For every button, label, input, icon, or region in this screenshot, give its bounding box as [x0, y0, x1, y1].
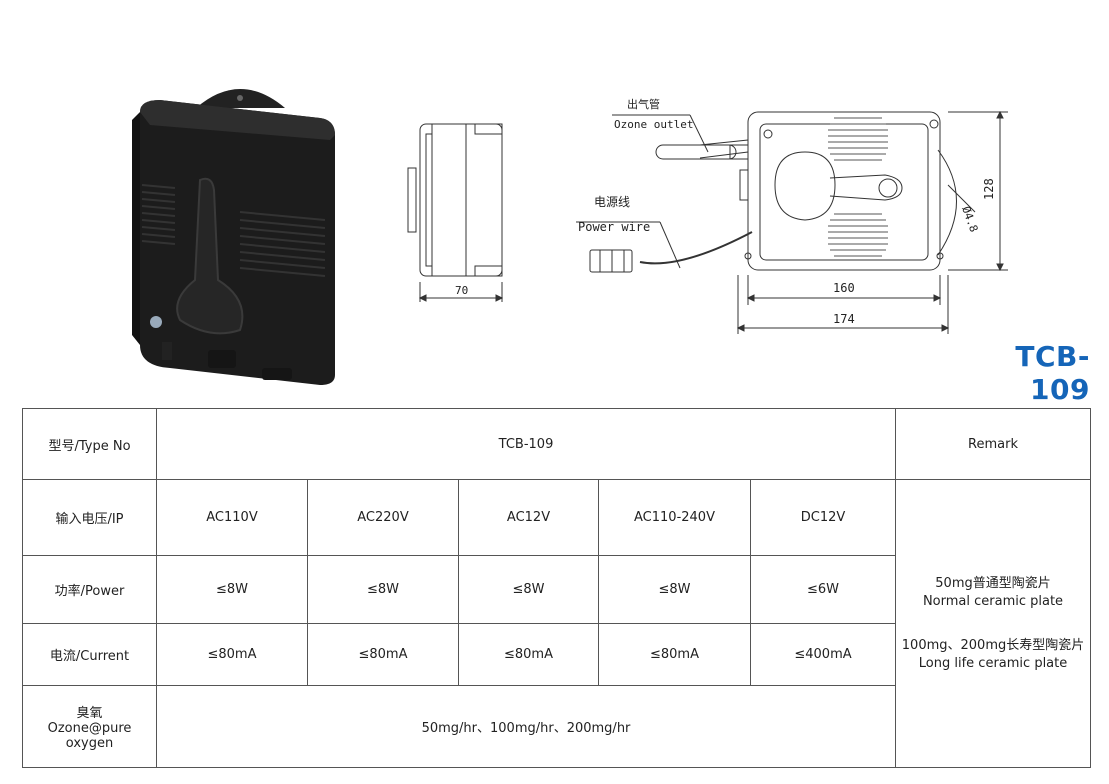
- current-label: 电流/Current: [22, 623, 157, 686]
- product-drawings: 70: [132, 89, 1008, 385]
- ozone-label: 臭氧 Ozone@pure oxygen: [22, 685, 157, 768]
- power-cell: ≤8W: [307, 555, 459, 624]
- table-row-current: 电流/Current ≤80mA ≤80mA ≤80mA ≤80mA ≤400m…: [22, 623, 1091, 686]
- table-row-ozone: 臭氧 Ozone@pure oxygen 50mg/hr、100mg/hr、20…: [22, 685, 1091, 768]
- product-photo: [132, 89, 335, 385]
- product-figure-area: 70: [132, 89, 1090, 406]
- input-voltage-label: 输入电压/IP: [22, 479, 157, 556]
- remark-2-cn: 100mg、200mg长寿型陶瓷片: [901, 637, 1085, 653]
- spec-table: 型号/Type No TCB-109 Remark 输入电压/IP AC110V…: [22, 408, 1092, 768]
- voltage-cell: AC110V: [156, 479, 308, 556]
- current-cell: ≤80mA: [156, 623, 308, 686]
- remark-cell: 50mg普通型陶瓷片 Normal ceramic plate 100mg、20…: [895, 479, 1092, 768]
- voltage-cell: DC12V: [749, 479, 897, 556]
- dim-hole: Ø4.8: [959, 205, 980, 234]
- remark-label: Remark: [895, 408, 1092, 480]
- current-cell: ≤80mA: [307, 623, 459, 686]
- power-wire-en-label: Power wire: [578, 220, 650, 234]
- ozone-value: 50mg/hr、100mg/hr、200mg/hr: [155, 685, 897, 768]
- table-row-power: 功率/Power ≤8W ≤8W ≤8W ≤8W ≤6W: [22, 555, 1091, 624]
- dim-height: 128: [982, 178, 996, 200]
- voltage-cell: AC12V: [458, 479, 599, 556]
- remark-2-en: Long life ceramic plate: [918, 655, 1068, 671]
- power-label: 功率/Power: [22, 555, 157, 624]
- power-wire-cn-label: 电源线: [594, 195, 630, 209]
- current-cell: ≤400mA: [749, 623, 897, 686]
- power-cell: ≤6W: [749, 555, 897, 624]
- dim-outer-width: 174: [833, 312, 855, 326]
- ozone-label-en: Ozone@pure oxygen: [47, 721, 132, 751]
- power-cell: ≤8W: [156, 555, 308, 624]
- table-row-voltage: 输入电压/IP AC110V AC220V AC12V AC110-240V D…: [22, 479, 1092, 768]
- front-view-drawing: 出气管 Ozone outlet 电源线 Power wire 160 174 …: [576, 97, 1008, 334]
- product-model-title: TCB-109: [1015, 340, 1090, 406]
- power-cell: ≤8W: [598, 555, 751, 624]
- ozone-outlet-en-label: Ozone outlet: [614, 118, 693, 131]
- dim-side-width: 70: [455, 284, 468, 297]
- table-row-type: 型号/Type No TCB-109 Remark: [22, 408, 1092, 480]
- type-value: TCB-109: [155, 408, 897, 480]
- ozone-label-cn: 臭氧: [76, 706, 103, 721]
- voltage-cell: AC110-240V: [598, 479, 751, 556]
- current-cell: ≤80mA: [458, 623, 599, 686]
- remark-1-cn: 50mg普通型陶瓷片: [935, 575, 1051, 591]
- dim-inner-width: 160: [833, 281, 855, 295]
- voltage-cell: AC220V: [307, 479, 459, 556]
- side-view-drawing: 70: [407, 123, 504, 302]
- current-cell: ≤80mA: [598, 623, 751, 686]
- remark-1-en: Normal ceramic plate: [922, 593, 1064, 609]
- power-cell: ≤8W: [458, 555, 599, 624]
- ozone-outlet-cn-label: 出气管: [627, 97, 660, 111]
- type-label: 型号/Type No: [22, 408, 157, 480]
